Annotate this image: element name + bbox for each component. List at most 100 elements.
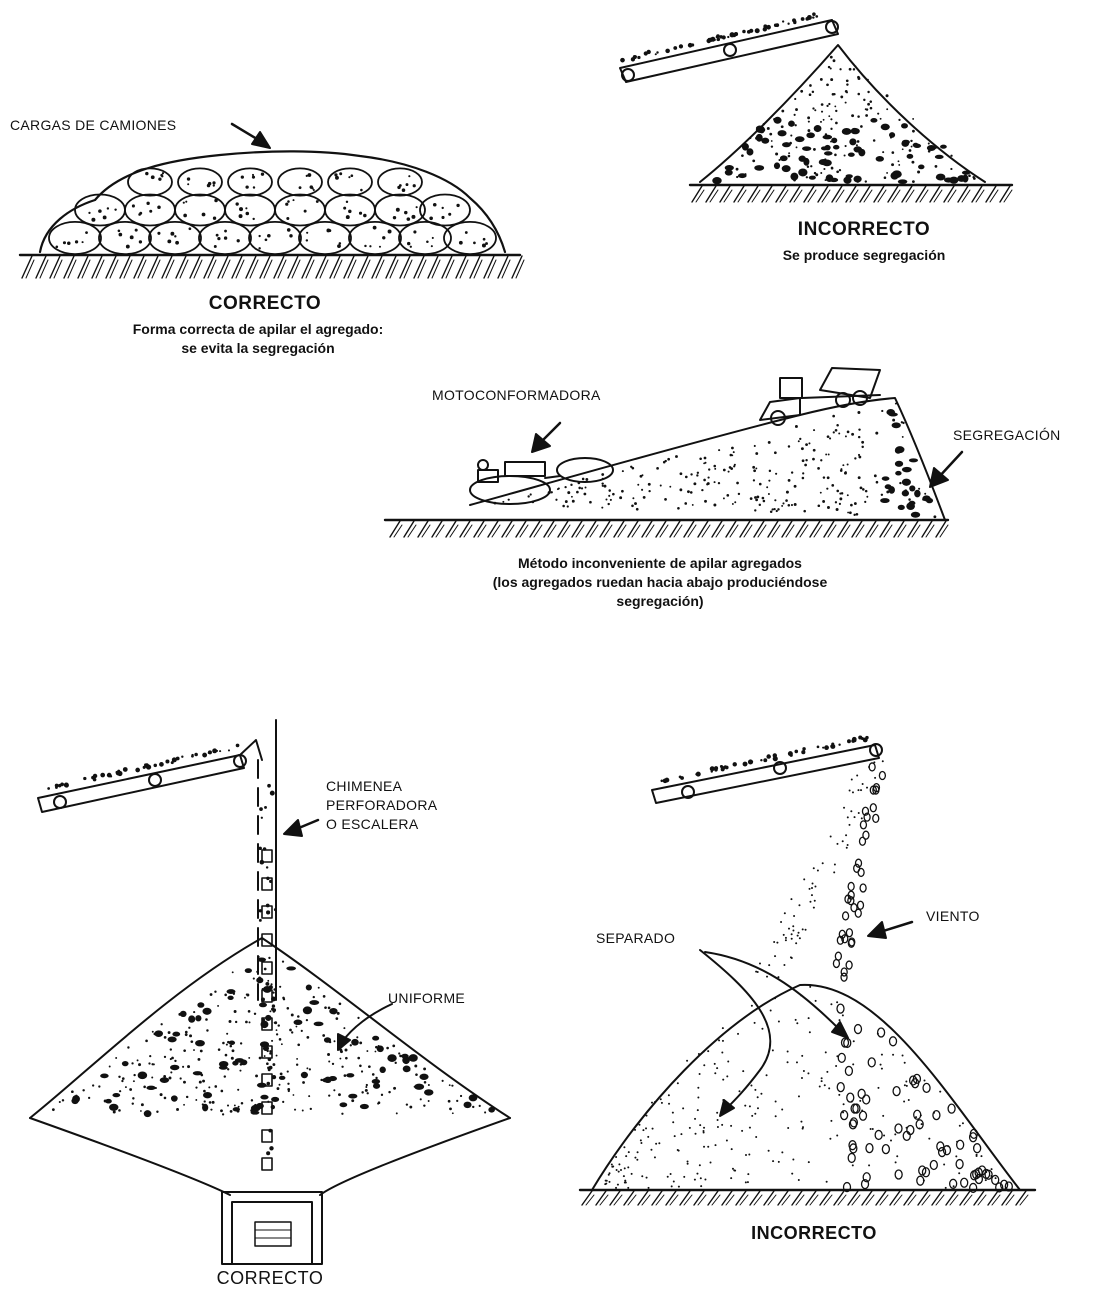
fine-particle (773, 508, 775, 510)
fine-particle (955, 1155, 957, 1157)
fine-particle (947, 1145, 949, 1147)
fine-particle (783, 934, 785, 936)
fine-particle (193, 1049, 195, 1051)
fine-particle (865, 490, 868, 493)
grain (162, 172, 164, 174)
fine-particle (296, 1063, 298, 1065)
hatch-stroke (516, 260, 524, 278)
fine-particle (886, 108, 888, 110)
coarse-particle (863, 1095, 870, 1104)
fine-particle (830, 836, 832, 838)
fine-particle (258, 977, 261, 980)
fine-particle (618, 1163, 620, 1165)
coarse-particle (842, 128, 852, 135)
fine-particle (160, 1093, 163, 1096)
fine-particle (767, 127, 770, 130)
coarse-particle (271, 1097, 279, 1102)
belt-material (749, 29, 753, 33)
boulder (175, 195, 225, 226)
fine-particle (836, 424, 839, 427)
grain (118, 229, 121, 232)
fine-particle (176, 1108, 179, 1111)
fine-particle (642, 474, 644, 476)
fine-particle (276, 1029, 278, 1031)
fine-particle (813, 176, 816, 179)
fine-particle (415, 1073, 418, 1076)
coarse-particle (895, 461, 903, 467)
fine-particle (238, 1106, 240, 1108)
coarse-particle (257, 1083, 267, 1088)
fine-particle (714, 481, 716, 483)
hatch-stroke (870, 525, 878, 537)
fine-particle (648, 490, 650, 492)
belt-material (696, 772, 701, 777)
belt-material (631, 57, 635, 61)
fine-particle (778, 1161, 780, 1163)
truck-loads-arrow (232, 124, 270, 148)
fine-particle (217, 1005, 219, 1007)
fine-particle (852, 1063, 854, 1065)
fine-particle (620, 1169, 622, 1171)
fine-particle (909, 149, 912, 152)
grain (404, 211, 407, 214)
fine-particle (788, 928, 790, 930)
fine-particle (680, 472, 683, 475)
fine-particle (759, 504, 761, 506)
fine-particle (800, 1121, 802, 1123)
grain (103, 216, 107, 220)
fine-particle (718, 482, 720, 484)
coarse-particle (838, 1053, 845, 1062)
fine-particle (109, 1066, 111, 1068)
grain (266, 904, 270, 908)
grain (149, 210, 152, 213)
coarse-particle (903, 1131, 910, 1140)
fine-particle (802, 1128, 804, 1130)
fine-particle (699, 1124, 701, 1126)
coarse-particle (902, 490, 909, 496)
fine-particle (324, 1006, 327, 1009)
fine-particle (341, 1066, 343, 1068)
hatch-stroke (780, 190, 788, 202)
grain (485, 242, 488, 245)
fine-particle (248, 1057, 250, 1059)
fine-particle (88, 1097, 90, 1099)
fine-particle (910, 140, 912, 142)
fine-particle (730, 1177, 732, 1179)
fine-particle (836, 490, 839, 493)
coarse-particle (279, 1076, 286, 1080)
fine-particle (962, 176, 965, 179)
coarse-particle (858, 1089, 865, 1098)
fine-particle (62, 1099, 64, 1101)
coarse-particle (882, 1145, 889, 1154)
fine-particle (834, 864, 836, 866)
hatch-stroke (752, 190, 760, 202)
fine-particle (898, 119, 900, 121)
fine-particle (745, 1181, 747, 1183)
fine-particle (851, 433, 854, 436)
fine-particle (935, 165, 938, 168)
fine-particle (428, 1100, 430, 1102)
grain (441, 216, 444, 219)
fine-particle (280, 1073, 283, 1076)
fine-particle (679, 488, 682, 491)
belt-material (116, 771, 119, 774)
hatch-stroke (586, 1195, 594, 1205)
fine-particle (736, 176, 738, 178)
fine-particle (854, 816, 856, 818)
coarse-particle (424, 1089, 433, 1095)
fine-particle (271, 983, 273, 985)
fine-particle (624, 1180, 626, 1182)
hatch-stroke (948, 190, 956, 202)
hatch-stroke (488, 260, 496, 278)
fine-particle (795, 124, 797, 126)
grain (267, 784, 271, 788)
fine-particle (631, 504, 634, 507)
hatch-stroke (110, 260, 118, 278)
fine-particle (689, 1127, 691, 1129)
fine-particle (830, 128, 832, 130)
fine-particle (823, 119, 825, 121)
fine-particle (808, 1161, 810, 1163)
coarse-particle (833, 145, 840, 150)
fine-particle (365, 1089, 368, 1092)
fine-particle (898, 164, 900, 166)
